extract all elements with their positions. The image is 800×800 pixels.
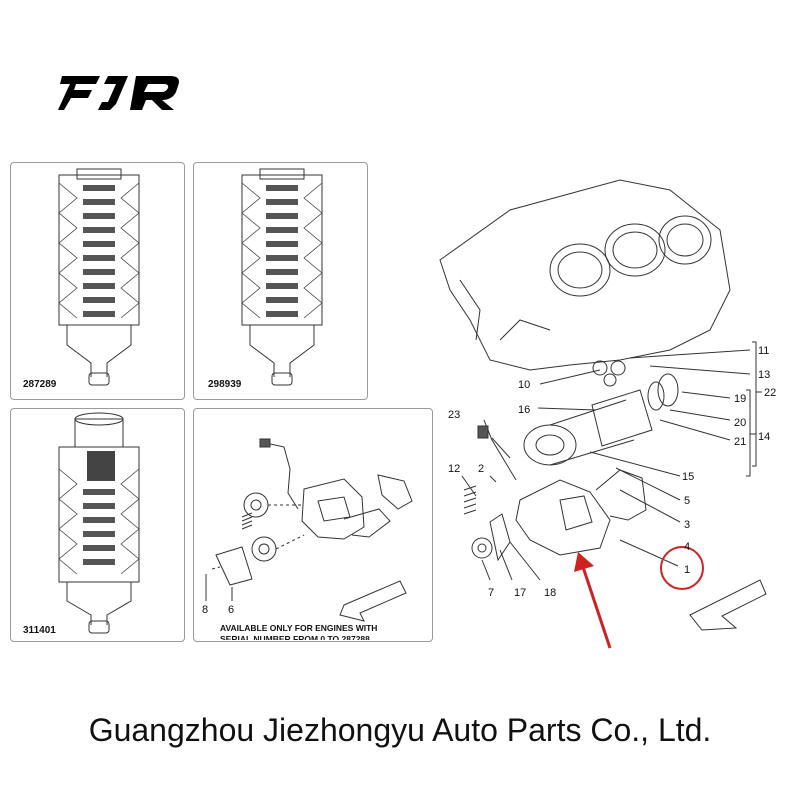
callout-8: 8 xyxy=(202,604,208,616)
engine-exploded-diagram: 11 13 10 16 19 20 14 22 21 23 15 12 2 5 … xyxy=(439,179,776,649)
callout-7: 7 xyxy=(488,587,494,599)
callout-6: 6 xyxy=(228,604,234,616)
timing-chain-tensioner-drawing xyxy=(241,168,323,386)
callout-12: 12 xyxy=(448,463,460,475)
kit-panel-298939[interactable]: 298939 xyxy=(193,162,368,400)
main-callouts: 11 13 10 16 19 20 14 22 21 23 15 12 2 5 … xyxy=(448,345,776,599)
callout-22: 22 xyxy=(764,387,776,399)
callout-23: 23 xyxy=(448,409,460,421)
callout-20: 20 xyxy=(734,417,746,429)
callout-10: 10 xyxy=(518,379,530,391)
callout-2: 2 xyxy=(478,463,484,475)
callout-5: 5 xyxy=(684,495,690,507)
callout-4: 4 xyxy=(684,541,690,553)
timing-chain-tensioner-drawing xyxy=(58,412,140,634)
part-number-label: 287289 xyxy=(23,379,57,390)
callout-3: 3 xyxy=(684,519,690,531)
timing-chain-tensioner-drawing xyxy=(58,168,140,386)
part-number-label: 298939 xyxy=(208,379,242,390)
callout-18: 18 xyxy=(544,587,556,599)
kit-panel-287289[interactable]: 287289 xyxy=(10,162,185,400)
kit-panel-311401[interactable]: 311401 xyxy=(10,408,185,642)
part-number-label: 311401 xyxy=(23,625,56,636)
callout-1: 1 xyxy=(684,564,690,576)
note-line-2: SERIAL NUMBER FROM 0 TO 287288 xyxy=(220,634,370,640)
callout-17: 17 xyxy=(514,587,526,599)
callout-14: 14 xyxy=(758,431,770,443)
brand-logo xyxy=(58,76,179,110)
callout-16: 16 xyxy=(518,404,530,416)
callout-13: 13 xyxy=(758,369,770,381)
highlight-marker xyxy=(574,546,704,649)
callout-group: 8 6 xyxy=(202,574,234,616)
callout-11: 11 xyxy=(758,345,769,357)
callout-15: 15 xyxy=(682,471,694,483)
callout-21: 21 xyxy=(734,436,746,448)
company-name: Guangzhou Jiezhongyu Auto Parts Co., Ltd… xyxy=(88,712,712,748)
note-line-1: AVAILABLE ONLY FOR ENGINES WITH xyxy=(220,623,378,633)
availability-note: AVAILABLE ONLY FOR ENGINES WITH SERIAL N… xyxy=(220,623,430,640)
kit-panel-assembly[interactable]: 8 6 AVAILABLE ONLY FOR ENGINES WITH SERI… xyxy=(193,408,433,642)
assembly-exploded-drawing: 8 6 xyxy=(202,438,413,622)
callout-19: 19 xyxy=(734,393,746,405)
